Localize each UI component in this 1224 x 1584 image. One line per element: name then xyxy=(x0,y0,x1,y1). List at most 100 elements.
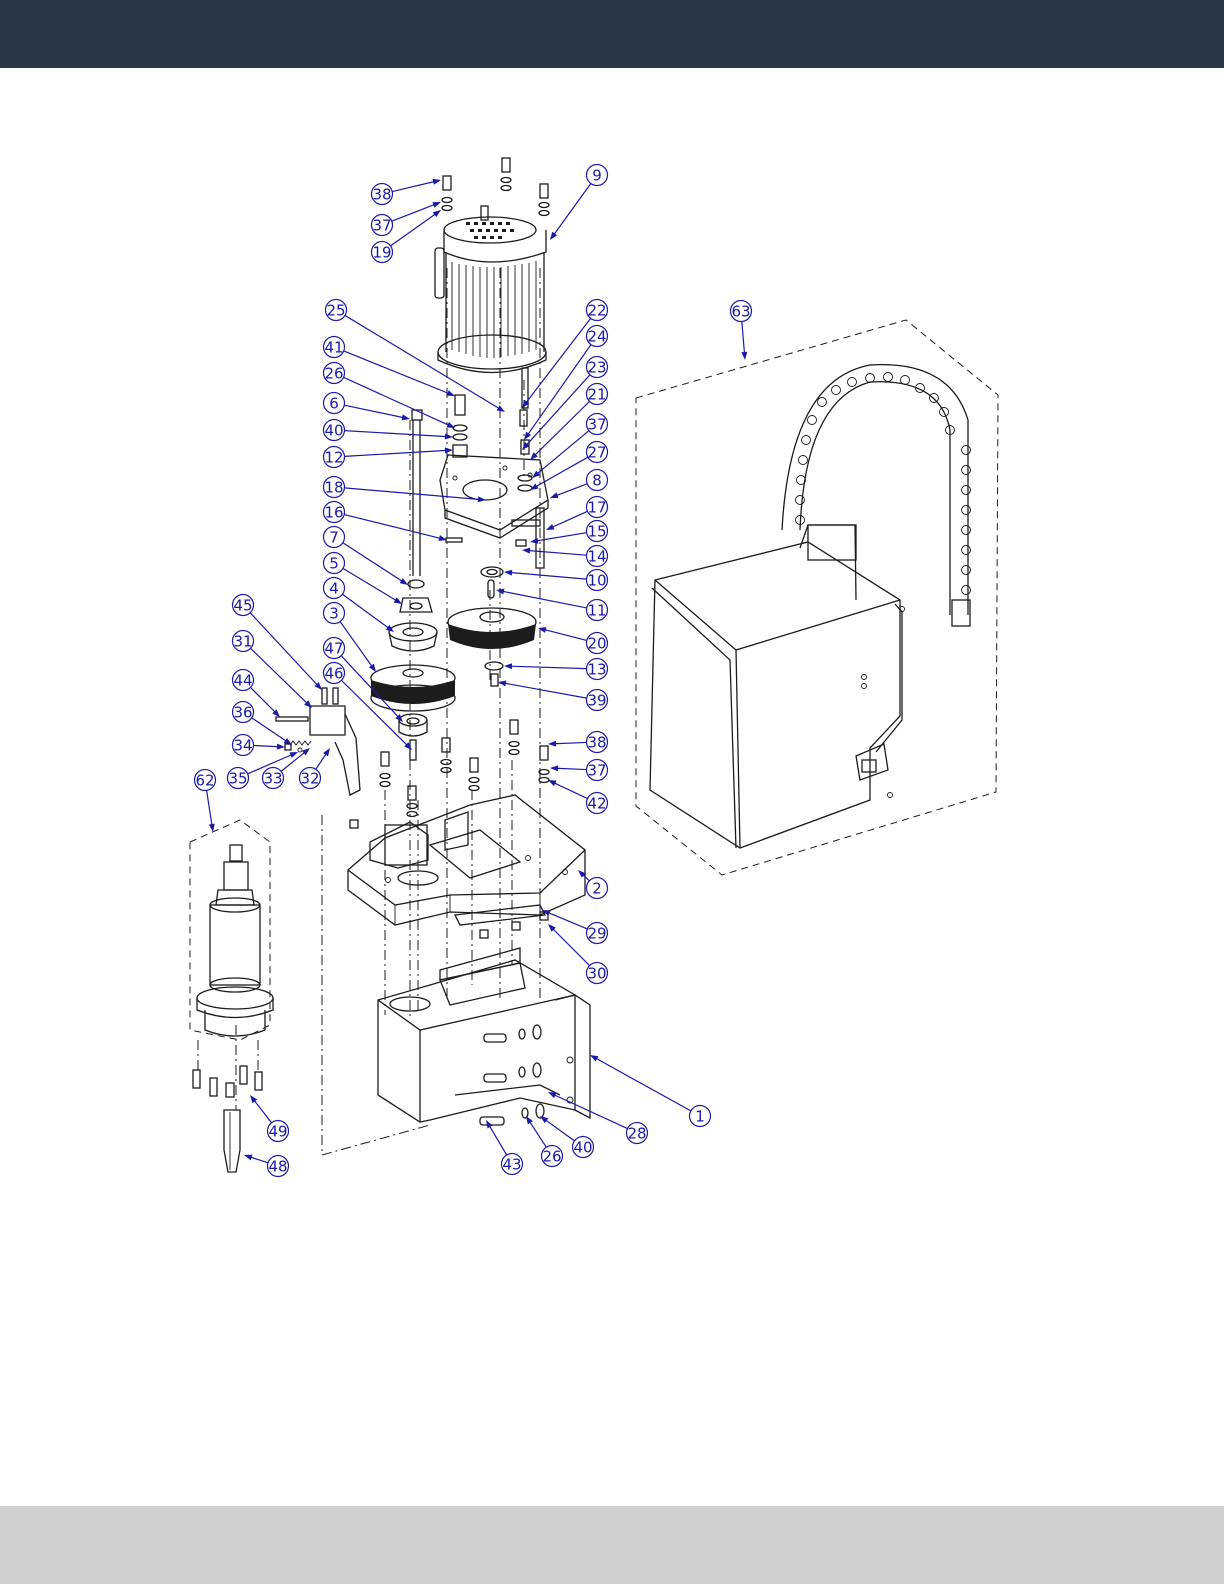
callout-leader xyxy=(510,573,587,580)
callout-arrowhead xyxy=(522,548,530,554)
callout-arrowhead xyxy=(548,780,557,786)
callout-label: 38 xyxy=(372,186,391,204)
callout-11: 11 xyxy=(496,589,608,621)
callout-leader xyxy=(556,768,587,769)
callout-label: 27 xyxy=(587,444,606,462)
callout-label: 38 xyxy=(587,734,606,752)
callout-label: 63 xyxy=(731,303,750,321)
callout-arrowhead xyxy=(369,664,376,672)
callout-label: 3 xyxy=(329,605,339,623)
callout-arrowhead xyxy=(394,597,402,604)
callout-label: 26 xyxy=(542,1148,561,1166)
callout-leader xyxy=(504,683,587,698)
callout-leader xyxy=(344,515,441,539)
callout-42: 42 xyxy=(548,780,608,814)
callout-label: 33 xyxy=(263,770,282,788)
callout-leader xyxy=(528,550,587,555)
callout-18: 18 xyxy=(324,477,487,503)
callout-label: 62 xyxy=(195,772,214,790)
callout-leader xyxy=(342,594,389,628)
callout-label: 1 xyxy=(695,1108,705,1126)
callout-43: 43 xyxy=(486,1120,523,1175)
callout-arrowhead xyxy=(498,680,506,686)
callout-label: 29 xyxy=(587,925,606,943)
callout-38: 38 xyxy=(372,179,442,205)
callout-arrowhead xyxy=(497,405,505,412)
callout-arrowhead xyxy=(402,414,410,420)
callout-arrowhead xyxy=(446,390,455,396)
callout-leader xyxy=(344,431,447,437)
callout-arrowhead xyxy=(504,663,512,669)
callout-label: 13 xyxy=(587,661,606,679)
callout-39: 39 xyxy=(498,680,608,710)
drive-pulley xyxy=(448,608,536,649)
callout-arrowhead xyxy=(540,1116,548,1123)
callout-label: 18 xyxy=(324,479,343,497)
callout-label: 9 xyxy=(592,167,602,185)
callout-arrowhead xyxy=(550,492,559,498)
callout-leader xyxy=(502,591,587,608)
callout-13: 13 xyxy=(504,659,608,680)
callout-48: 48 xyxy=(244,1155,289,1177)
callout-label: 12 xyxy=(324,449,343,467)
callout-10: 10 xyxy=(504,570,608,591)
callout-leader xyxy=(545,1120,575,1141)
callout-leader xyxy=(344,450,447,456)
callout-label: 37 xyxy=(587,416,606,434)
pulley-hub xyxy=(389,623,437,651)
callout-38: 38 xyxy=(548,732,608,753)
callout-label: 39 xyxy=(587,692,606,710)
callout-leader xyxy=(344,377,450,425)
callout-label: 24 xyxy=(587,328,606,346)
callout-1: 1 xyxy=(590,1055,711,1127)
callout-label: 45 xyxy=(233,597,252,615)
callout-leader xyxy=(254,1100,272,1123)
callout-arrowhead xyxy=(538,627,546,633)
callout-label: 26 xyxy=(324,365,343,383)
callout-leader xyxy=(553,783,587,799)
callout-label: 43 xyxy=(502,1156,521,1174)
callout-arrowhead xyxy=(209,824,215,832)
callout-label: 47 xyxy=(324,640,343,658)
callout-leader xyxy=(207,790,212,826)
enclosure-assembly xyxy=(636,320,998,875)
callout-label: 20 xyxy=(587,635,606,653)
callout-arrowhead xyxy=(445,434,453,440)
callout-leader xyxy=(556,484,588,496)
callout-leader xyxy=(534,401,589,455)
callout-14: 14 xyxy=(522,546,608,567)
callout-label: 2 xyxy=(592,880,602,898)
callout-label: 16 xyxy=(324,504,343,522)
callout-leader xyxy=(527,345,591,435)
callout-leader xyxy=(742,321,745,354)
callout-arrowhead xyxy=(445,447,453,453)
callout-arrowhead xyxy=(432,202,441,208)
motor-mount-plate xyxy=(440,455,548,538)
callout-leader xyxy=(391,213,437,245)
callout-26: 26 xyxy=(526,1116,563,1167)
callout-label: 7 xyxy=(329,529,339,547)
callout-arrowhead xyxy=(486,1120,493,1128)
callout-leader xyxy=(489,1125,507,1155)
callout-label: 48 xyxy=(268,1158,287,1176)
callout-label: 5 xyxy=(329,555,339,573)
callout-leader xyxy=(554,742,587,743)
callout-arrowhead xyxy=(250,1095,257,1103)
spindle-assembly xyxy=(190,820,273,1172)
callout-leader xyxy=(344,405,404,418)
callout-15: 15 xyxy=(530,521,608,544)
callout-leader xyxy=(548,912,588,929)
callout-arrowhead xyxy=(244,1155,253,1161)
callout-arrowhead xyxy=(433,210,441,217)
callout-label: 41 xyxy=(324,339,343,357)
callout-label: 44 xyxy=(233,672,252,690)
callout-leader xyxy=(552,928,589,965)
nut-bearing xyxy=(400,580,432,612)
callout-leader xyxy=(344,488,480,500)
callout-arrowhead xyxy=(550,765,558,771)
callout-leader xyxy=(535,457,588,487)
callout-arrowhead xyxy=(524,432,531,440)
callout-leader xyxy=(510,666,587,668)
callout-32: 32 xyxy=(300,748,331,789)
